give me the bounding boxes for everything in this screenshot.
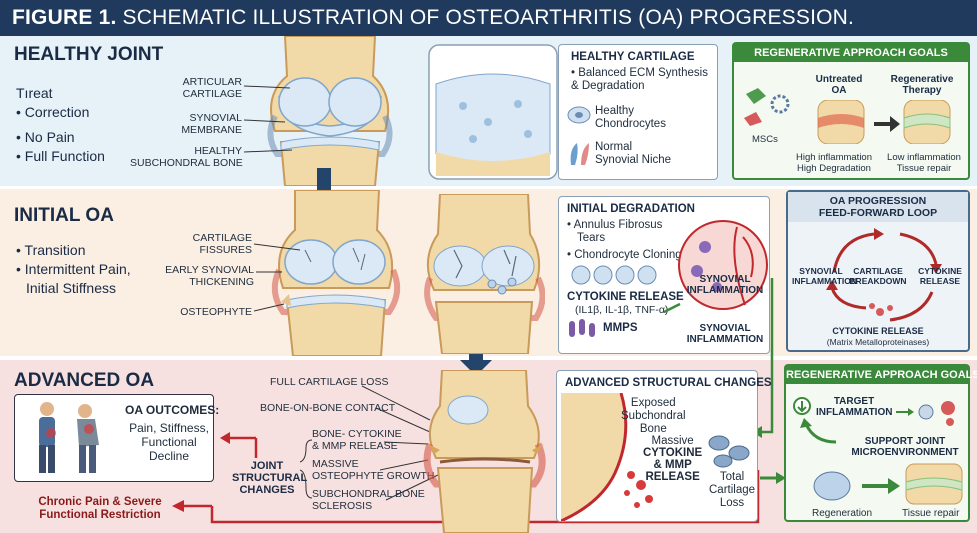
damaged-chondrocytes-icon xyxy=(708,435,750,468)
regeneration-label: Regeneration xyxy=(812,508,873,519)
down-arrow-circle-icon xyxy=(793,397,811,415)
synovial-inflammation-zoom xyxy=(678,220,768,310)
initial-oa-knee-illustration xyxy=(271,190,401,356)
initial-oa-title: INITIAL OA xyxy=(14,205,114,226)
chondrocyte-icon xyxy=(567,106,591,124)
label-full-cartilage-loss: FULL CARTILAGE LOSS xyxy=(270,376,389,388)
patient-figures-icon xyxy=(39,402,99,473)
healthy-bullets: Tıreat • Correction • No Pain • Full Fun… xyxy=(16,85,105,164)
healthy-cartilage-zoom xyxy=(428,44,558,180)
advanced-structural-title: ADVANCED STRUCTURAL CHANGES xyxy=(565,377,772,389)
mmp-molecules-icon xyxy=(569,319,595,337)
regen-goals-bottom-title: REGENERATIVE APPROACH GOALS xyxy=(786,366,977,384)
feed-forward-loop-arrows xyxy=(826,228,942,322)
regeneration-repair-illustration xyxy=(813,463,963,505)
advanced-oa-title: ADVANCED OA xyxy=(14,370,155,391)
initial-degradation-title: INITIAL DEGRADATION xyxy=(567,203,695,215)
label-bone-cytokine-release: BONE- CYTOKINE& MMP RELEASE xyxy=(312,428,402,452)
oa-outcomes-title: OA OUTCOMES: xyxy=(125,403,220,417)
mmps-label: MMPs xyxy=(603,322,638,334)
chondrocyte-cloning-text: • Chondrocyte Cloning xyxy=(567,249,682,261)
support-curve-arrow xyxy=(800,418,837,444)
therapy-comparison-illustration xyxy=(817,100,951,144)
target-inflammation-cells xyxy=(896,401,955,426)
mscs-cells-icon xyxy=(744,88,790,126)
cytokine-list: (IL1β, IL-1β, TNF-α) xyxy=(575,304,669,316)
synovial-niche-icon xyxy=(570,143,589,165)
initial-bullets: • Transition • Intermittent Pain, Initia… xyxy=(16,242,131,296)
ecm-balance-text: • Balanced ECM Synthesis& Degradation xyxy=(571,67,708,92)
cytokine-release-title: CYTOKINE RELEASE xyxy=(567,291,684,303)
regen-goals-top-title: REGENERATIVE APPROACH GOALS xyxy=(734,44,968,62)
label-osteophyte: OSTEOPHYTE xyxy=(180,306,252,318)
healthy-cartilage-title: HEALTHY CARTILAGE xyxy=(571,51,695,63)
healthy-joint-title: HEALTHY JOINT xyxy=(14,44,164,65)
figure-title: FIGURE 1. SCHEMATIC ILLUSTRATION OF OSTE… xyxy=(0,0,977,36)
exposed-bone-zoom xyxy=(561,393,653,521)
label-bone-on-bone: BONE-ON-BONE CONTACT xyxy=(260,402,396,414)
loop-mmp-note: (Matrix Metalloproteinases) xyxy=(826,337,930,347)
massive-cytokine-text: Massive CYTOKINE & MMP RELEASE xyxy=(643,435,703,483)
healthy-knee-illustration xyxy=(267,36,393,186)
healthy-cartilage-panel: HEALTHY CARTILAGE • Balanced ECM Synthes… xyxy=(558,44,718,180)
initial-oa-zoom-knee xyxy=(424,194,545,354)
advanced-oa-knee-illustration xyxy=(423,370,546,533)
mscs-label: MSCs xyxy=(752,134,778,145)
loop-cytokine-release-bottom: CYTOKINE RELEASE xyxy=(832,326,924,336)
cloned-chondrocytes-icon xyxy=(571,265,657,285)
tissue-repair-label: Tissue repair xyxy=(902,508,960,519)
